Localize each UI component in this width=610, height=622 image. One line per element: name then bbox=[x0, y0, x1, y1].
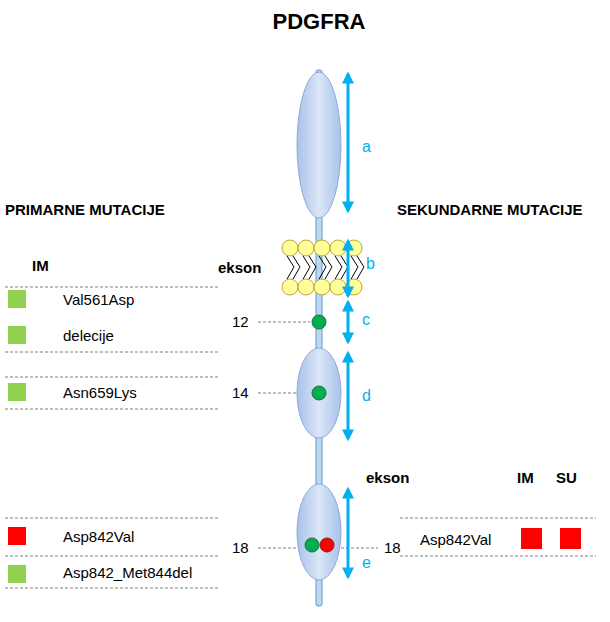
mutation-name: delecije bbox=[63, 328, 114, 345]
column-header: SU bbox=[556, 470, 577, 487]
mutation-name: Asn659Lys bbox=[63, 385, 137, 402]
kinase-domain-2 bbox=[297, 484, 341, 580]
region-letter: b bbox=[366, 255, 375, 273]
exon-number: 12 bbox=[232, 314, 249, 331]
mutation-dot bbox=[312, 386, 326, 400]
title: PDGFRA bbox=[273, 10, 366, 34]
mutation-name: Asp842Val bbox=[63, 529, 134, 546]
exon-number: 14 bbox=[232, 385, 249, 402]
mutation-name: Val561Asp bbox=[63, 292, 134, 309]
status-square bbox=[8, 290, 581, 583]
column-header: IM bbox=[32, 258, 49, 275]
mutation-dot bbox=[320, 538, 334, 552]
mutation-dot bbox=[305, 538, 319, 552]
kinase-domain-1 bbox=[297, 348, 341, 438]
table-rule bbox=[5, 287, 596, 588]
column-header: ekson bbox=[366, 470, 409, 487]
mutation-dot bbox=[312, 315, 326, 329]
section-heading: SEKUNDARNE MUTACIJE bbox=[397, 202, 583, 219]
mutation-name: Asp842_Met844del bbox=[63, 565, 192, 582]
extracellular-domain bbox=[297, 72, 341, 218]
region-arrow bbox=[347, 74, 350, 577]
region-letter: c bbox=[362, 311, 370, 329]
column-header: IM bbox=[517, 470, 534, 487]
mutation-name: Asp842Val bbox=[420, 532, 491, 549]
region-letter: e bbox=[362, 554, 371, 572]
column-header: ekson bbox=[218, 260, 261, 277]
region-letter: d bbox=[362, 387, 371, 405]
section-heading: PRIMARNE MUTACIJE bbox=[5, 202, 165, 219]
exon-number: 18 bbox=[384, 540, 401, 557]
exon-number: 18 bbox=[232, 540, 249, 557]
cell-membrane bbox=[282, 240, 364, 295]
region-letter: a bbox=[362, 138, 371, 156]
